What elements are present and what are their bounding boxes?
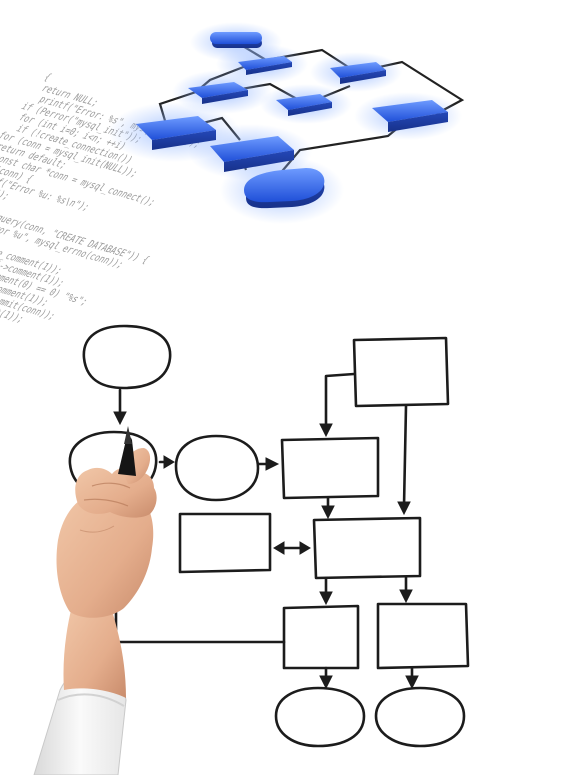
hand-palm <box>56 491 154 618</box>
arrow-head <box>163 455 175 469</box>
hand-wrist <box>63 604 126 698</box>
block-3d-process <box>210 136 294 172</box>
oval-start-top <box>82 324 172 390</box>
oval-end-right <box>374 686 466 748</box>
block-3d-process <box>330 62 386 84</box>
block-3d-decision <box>276 94 332 116</box>
sketch-connectors <box>109 372 419 690</box>
arrow-head <box>319 423 333 438</box>
arrow-head <box>273 541 285 555</box>
arrow-line <box>402 404 408 508</box>
rect-left <box>178 512 272 574</box>
arrow-head <box>299 541 311 555</box>
arrow-line <box>324 372 356 430</box>
block-3d-decision <box>188 82 248 104</box>
arrow-head <box>321 505 335 520</box>
rect-bottom-left <box>282 604 360 670</box>
block-3d-terminator <box>244 168 325 209</box>
oval-end-left <box>274 686 366 748</box>
arrow-head <box>405 675 419 690</box>
arrow-head <box>113 411 127 426</box>
marker-pen <box>118 437 136 476</box>
rect-middle-upper <box>280 436 380 500</box>
code-line: { <box>41 72 53 83</box>
arrow-head <box>265 457 280 471</box>
bottom-panel <box>33 324 470 775</box>
arrow-head <box>399 589 413 604</box>
top-panel: { return NULL;printf("Error: %s", mysql_… <box>0 22 465 325</box>
arrow-head <box>397 501 411 516</box>
rect-top-right <box>352 336 450 408</box>
rect-bottom-right <box>376 602 470 670</box>
oval-middle-left <box>174 434 260 502</box>
block-3d-process <box>136 116 216 150</box>
hand-with-marker <box>33 426 157 775</box>
hand-fingers <box>75 467 157 518</box>
block-3d-decision <box>238 56 292 75</box>
arrow-head <box>319 675 333 690</box>
flowchart-3d-blocks <box>136 32 448 209</box>
rect-middle-center <box>312 516 422 580</box>
arrow-head <box>319 591 333 606</box>
block-3d-terminator <box>210 32 262 48</box>
block-3d-process <box>372 100 448 132</box>
